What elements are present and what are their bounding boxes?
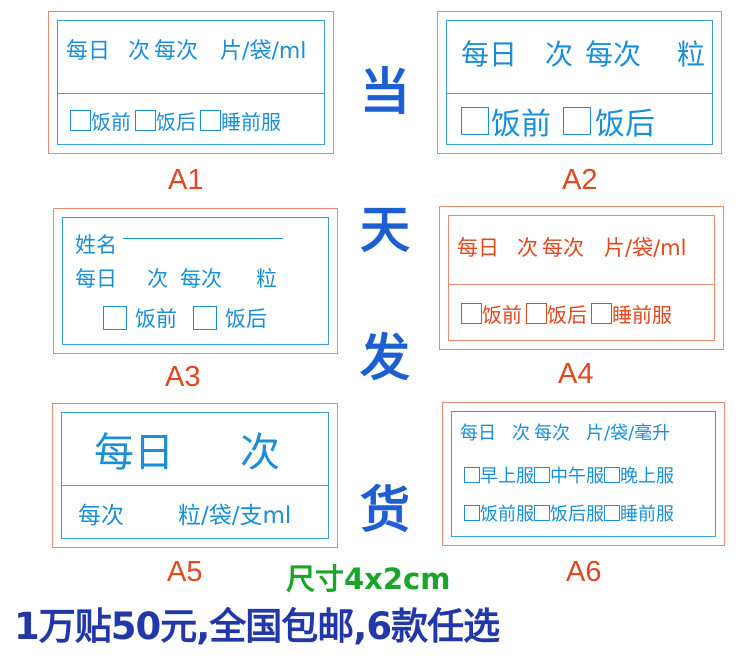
text-daily: 每日 [94, 430, 174, 476]
checkbox [591, 303, 612, 324]
checkbox [604, 505, 620, 521]
text-unit: 片/袋/ml [220, 39, 307, 64]
label-a1-code: A1 [168, 164, 204, 196]
text-each: 每次 [585, 38, 642, 71]
text-unit: 粒/袋/支ml [178, 502, 292, 529]
text-times: 次 [147, 267, 168, 291]
text-daily: 每日 [457, 236, 499, 260]
label-a1-options-line: 饭前 饭后 睡前服 [58, 93, 324, 147]
label-a1: 每日 次 每次 片/袋/ml 饭前 饭后 睡前服 [48, 11, 334, 154]
checkbox [526, 303, 547, 324]
text-each: 每次 [542, 236, 584, 260]
option-after-meal: 饭后 [156, 110, 196, 134]
text-times: 次 [517, 236, 538, 260]
label-a4-code: A4 [558, 358, 594, 390]
center-char-1: 当 [360, 63, 410, 121]
label-a4-frame: 每日 次 每次 片/袋/ml 饭前 饭后 睡前服 [448, 215, 715, 341]
label-a2-frame: 每日 次 每次 粒 饭前 饭后 [446, 20, 713, 145]
checkbox [563, 106, 591, 135]
text-each: 每次 [78, 502, 124, 529]
option-before-meal: 饭前 [135, 307, 177, 331]
checkbox [103, 306, 127, 330]
label-a6-code: A6 [566, 556, 602, 588]
text-each: 每次 [180, 267, 222, 291]
option-after-meal: 饭后 [225, 307, 267, 331]
text-times: 次 [512, 423, 530, 444]
text-name: 姓名 [75, 233, 117, 257]
text-times: 次 [240, 430, 280, 476]
checkbox [70, 110, 91, 131]
text-unit: 片/袋/ml [604, 236, 687, 260]
label-a5-frame: 每日 次 每次 粒/袋/支ml [61, 412, 329, 539]
option-after-meal: 饭后 [595, 106, 655, 142]
checkbox [534, 505, 550, 521]
option-after-meal: 饭后 [547, 303, 587, 327]
text-times: 次 [128, 39, 151, 64]
option-before-meal: 饭前 [491, 106, 551, 142]
label-a3-frame: 姓名 每日 次 每次 粒 饭前 饭后 [62, 217, 329, 345]
label-a3-code: A3 [165, 361, 201, 393]
option-before-sleep: 睡前服 [221, 110, 281, 134]
text-daily: 每日 [75, 267, 117, 291]
label-a6: 每日 次 每次 片/袋/毫升 早上服 中午服 晚上服 饭前服 饭后服 睡前服 [442, 402, 725, 546]
text-times: 次 [545, 38, 574, 71]
label-a5-dosage-line: 每日 次 [62, 413, 328, 485]
option-before-sleep: 睡前服 [612, 303, 672, 327]
checkbox [193, 306, 217, 330]
option-before-meal: 饭前 [91, 110, 131, 134]
label-a2-options-line: 饭前 饭后 [447, 93, 712, 147]
label-a3-dosage-line: 每日 次 每次 粒 [63, 262, 328, 294]
promo-banner: 1万贴50元,全国包邮,6款任选 [14, 605, 500, 648]
option-evening: 晚上服 [620, 466, 674, 487]
checkbox [200, 110, 221, 131]
checkbox [461, 303, 482, 324]
label-a5: 每日 次 每次 粒/袋/支ml [52, 403, 338, 548]
checkbox [534, 467, 550, 483]
label-a6-dosage-line: 每日 次 每次 片/袋/毫升 [452, 412, 715, 452]
option-noon: 中午服 [550, 466, 604, 487]
center-char-2: 天 [360, 201, 410, 259]
option-before-meal: 饭前服 [480, 504, 534, 525]
name-underline [123, 237, 283, 239]
checkbox [604, 467, 620, 483]
text-daily: 每日 [461, 38, 518, 71]
label-a3-name-line: 姓名 [63, 228, 328, 260]
option-morning: 早上服 [480, 466, 534, 487]
label-a6-options-line-2: 饭前服 饭后服 睡前服 [452, 498, 715, 528]
text-daily: 每日 [460, 423, 496, 444]
text-unit: 粒 [256, 267, 277, 291]
label-a3-options-line: 饭前 饭后 [63, 300, 328, 336]
label-a4-options-line: 饭前 饭后 睡前服 [449, 284, 714, 342]
label-a4-dosage-line: 每日 次 每次 片/袋/ml [449, 216, 714, 278]
checkbox [135, 110, 156, 131]
label-a2-code: A2 [562, 164, 598, 196]
label-a2: 每日 次 每次 粒 饭前 饭后 [437, 11, 722, 154]
label-a1-frame: 每日 次 每次 片/袋/ml 饭前 饭后 睡前服 [57, 20, 325, 145]
label-a2-dosage-line: 每日 次 每次 粒 [447, 21, 712, 85]
label-a6-options-line-1: 早上服 中午服 晚上服 [452, 460, 715, 490]
center-char-3: 发 [360, 329, 410, 387]
option-before-meal: 饭前 [482, 303, 522, 327]
text-unit: 片/袋/毫升 [586, 423, 671, 444]
center-char-4: 货 [360, 481, 410, 539]
option-after-meal: 饭后服 [550, 504, 604, 525]
size-caption: 尺寸4x2cm [286, 562, 451, 596]
option-before-sleep: 睡前服 [620, 504, 674, 525]
label-a6-frame: 每日 次 每次 片/袋/毫升 早上服 中午服 晚上服 饭前服 饭后服 睡前服 [451, 411, 716, 537]
label-a3: 姓名 每日 次 每次 粒 饭前 饭后 [53, 208, 338, 354]
label-a1-dosage-line: 每日 次 每次 片/袋/ml [58, 21, 324, 77]
checkbox [461, 106, 489, 135]
label-a4: 每日 次 每次 片/袋/ml 饭前 饭后 睡前服 [439, 206, 724, 350]
text-each: 每次 [534, 423, 570, 444]
checkbox [464, 467, 480, 483]
label-a5-code: A5 [167, 556, 203, 588]
text-unit: 粒 [677, 38, 706, 71]
checkbox [464, 505, 480, 521]
text-daily: 每日 [66, 39, 111, 64]
text-each: 每次 [154, 39, 199, 64]
label-a5-amount-line: 每次 粒/袋/支ml [62, 485, 328, 539]
